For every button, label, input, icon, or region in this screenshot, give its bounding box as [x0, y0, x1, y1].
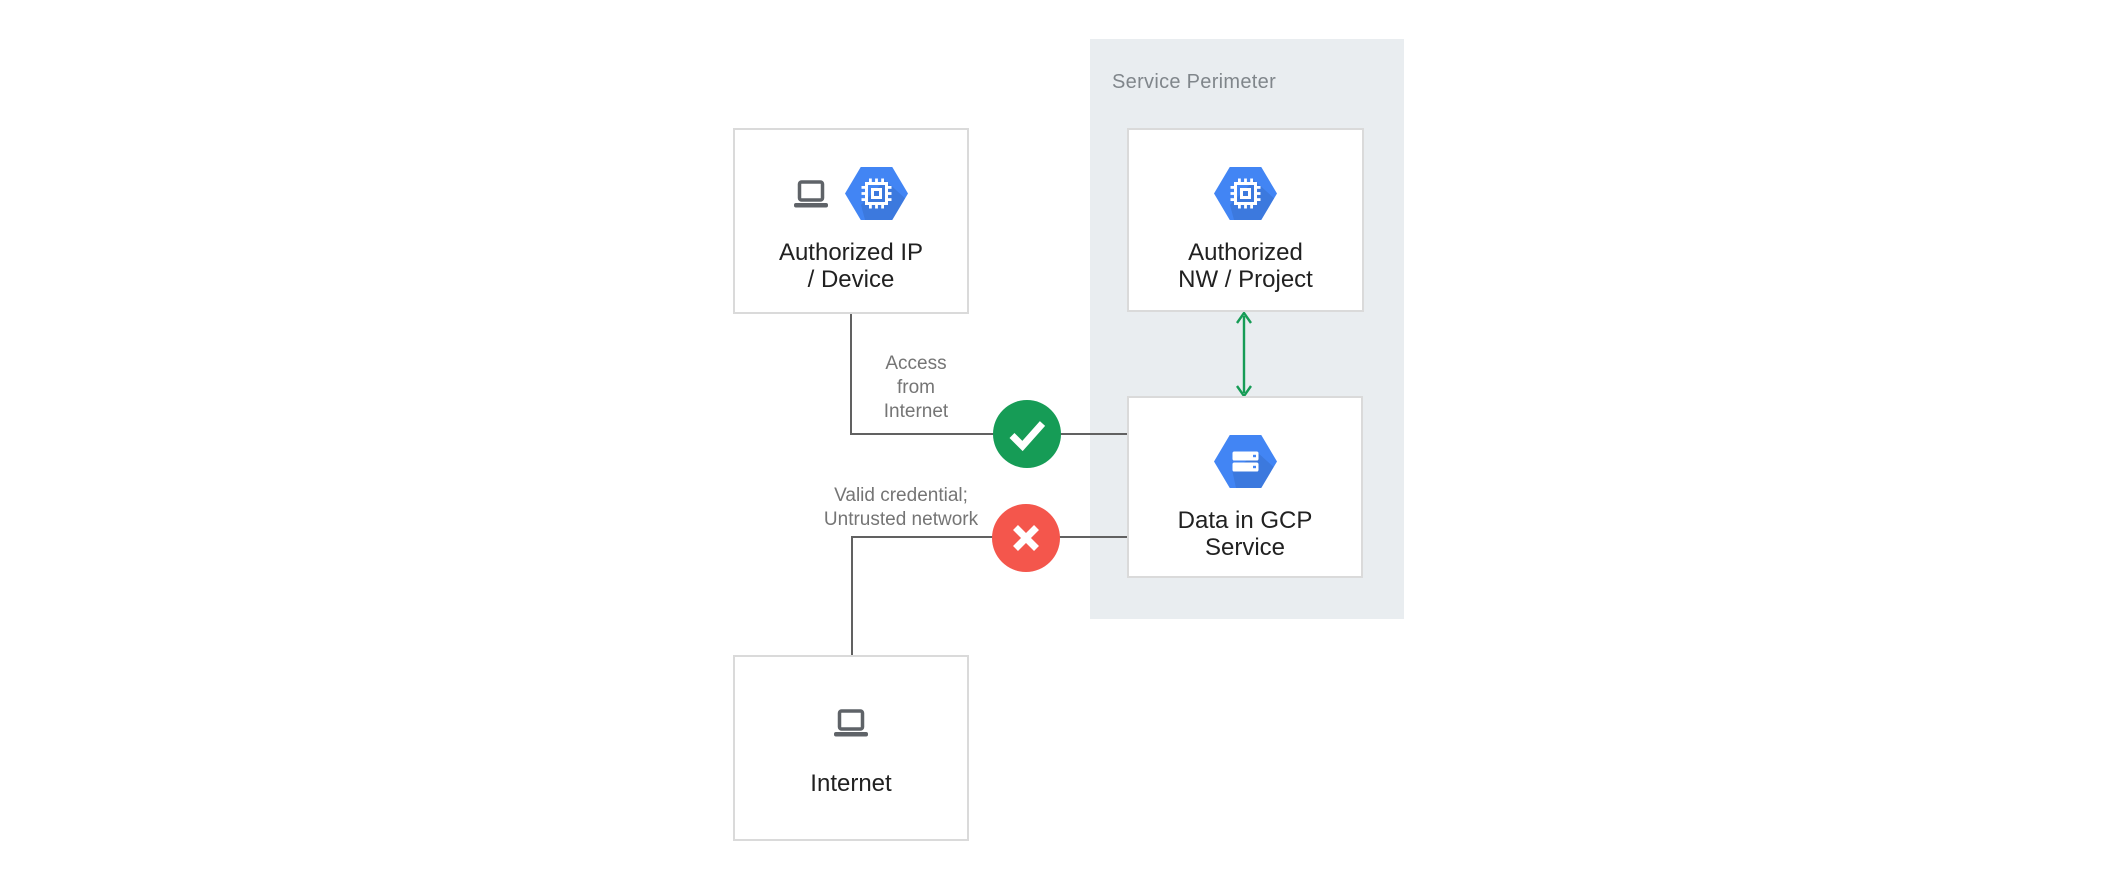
- laptop-icon: [834, 709, 868, 737]
- node-authorized-nw-project: Authorized NW / Project: [1127, 128, 1364, 312]
- node-data-in-gcp-service: Data in GCP Service: [1127, 396, 1363, 578]
- allowed-status-badge: [993, 400, 1061, 468]
- check-icon: [1009, 421, 1046, 452]
- icon-row: [794, 167, 908, 220]
- laptop-icon: [794, 179, 828, 207]
- annotation-valid-credential-untrusted-network: Valid credential; Untrusted network: [823, 485, 979, 530]
- connector-authorized-ip-horizontal: [850, 433, 1129, 435]
- compute-engine-hexagon-icon: [845, 167, 908, 220]
- connector-internet-horizontal: [851, 536, 1129, 538]
- node-internet: Internet: [733, 655, 969, 841]
- connector-internet-vertical: [851, 537, 853, 656]
- service-perimeter-label: Service Perimeter: [1112, 71, 1277, 93]
- node-label-data-in-gcp-service: Data in GCP Service: [1177, 507, 1313, 561]
- cross-icon: [1013, 525, 1039, 551]
- icon-row: [1213, 435, 1277, 488]
- storage-hexagon-icon: [1213, 435, 1277, 488]
- node-label-internet: Internet: [810, 770, 892, 797]
- icon-row: [834, 709, 868, 737]
- node-authorized-ip-device: Authorized IP / Device: [733, 128, 969, 314]
- denied-status-badge: [992, 504, 1060, 572]
- icon-row: [1214, 167, 1277, 220]
- annotation-access-from-internet: Access from Internet: [883, 353, 949, 422]
- connector-authorized-ip-vertical: [850, 314, 852, 435]
- node-label-authorized-nw-project: Authorized NW / Project: [1178, 239, 1313, 293]
- bidirectional-arrow-icon: [1236, 311, 1252, 398]
- compute-engine-hexagon-icon: [1214, 167, 1277, 220]
- node-label-authorized-ip-device: Authorized IP / Device: [778, 239, 924, 293]
